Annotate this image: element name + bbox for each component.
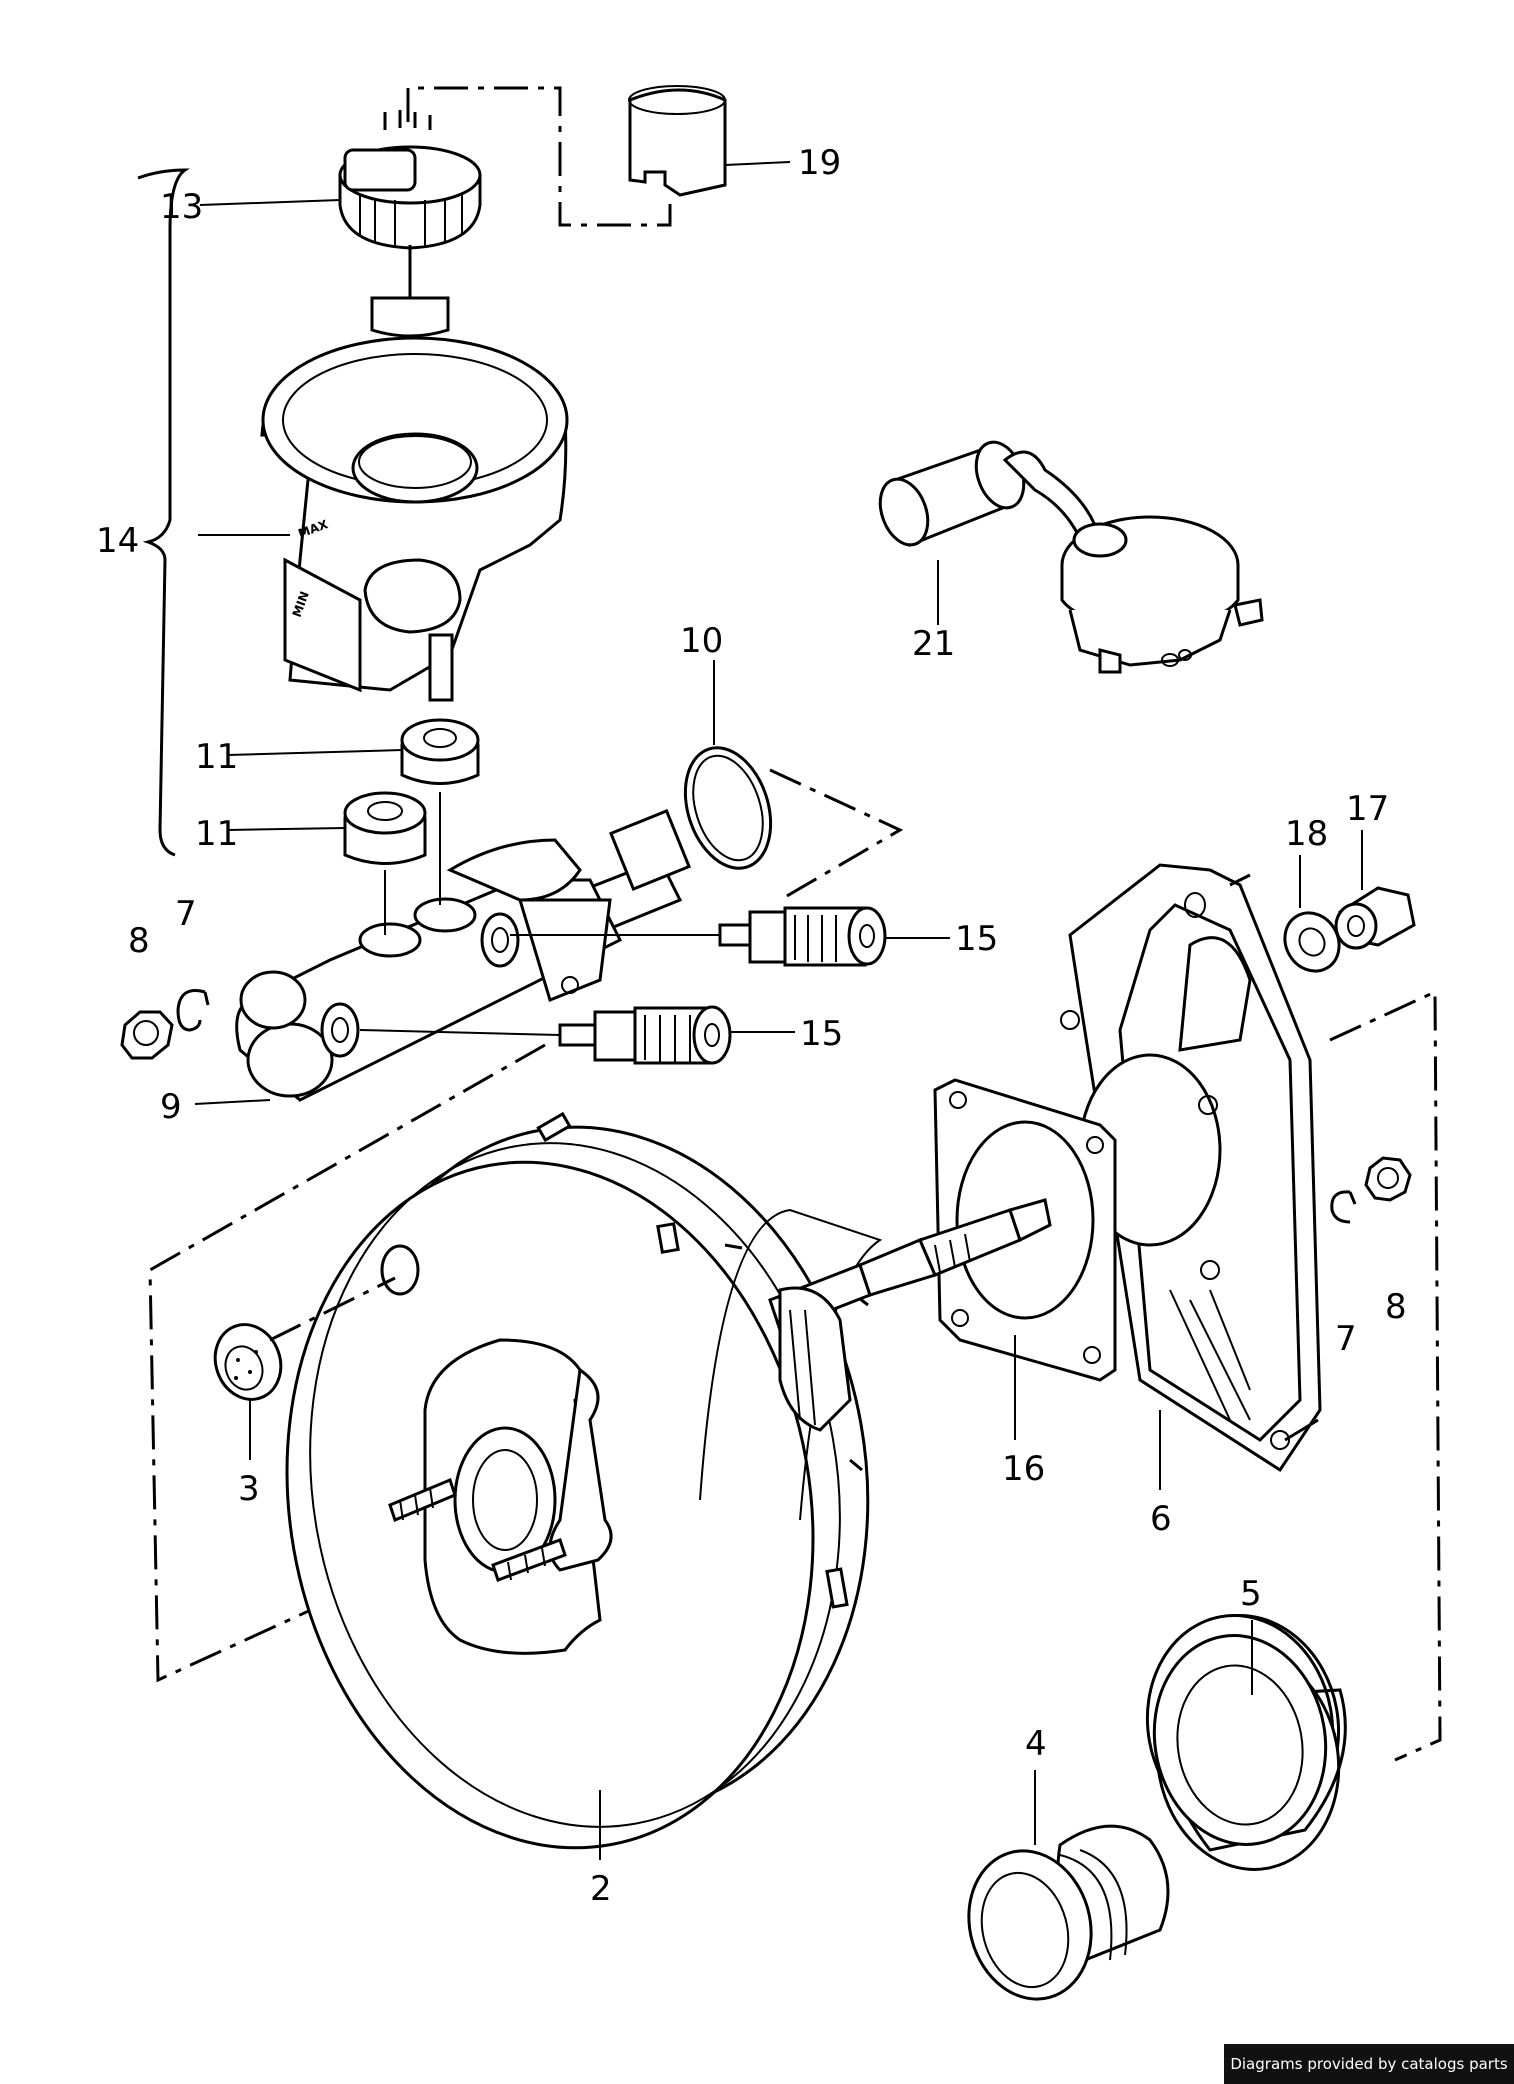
leader-11b <box>227 827 346 831</box>
callout-9: 9 <box>160 1087 182 1127</box>
grommet-upper <box>400 718 480 785</box>
booster-grommet <box>213 1323 283 1401</box>
callout-5: 5 <box>1240 1574 1262 1614</box>
callout-15-lower: 15 <box>800 1014 843 1054</box>
callout-17: 17 <box>1346 789 1389 829</box>
brake-fluid-reservoir: MAX MIN <box>260 336 569 702</box>
washer <box>1283 911 1341 973</box>
callout-7-right: 7 <box>1335 1319 1357 1359</box>
brake-booster <box>285 1111 883 1850</box>
group-14-bracket <box>137 168 190 857</box>
callout-2: 2 <box>590 1869 612 1909</box>
diagram-credit-badge: Diagrams provided by catalogs parts <box>1224 2044 1514 2084</box>
callout-14: 14 <box>96 521 139 561</box>
air-filter-large <box>1145 1613 1347 1871</box>
collar-nut <box>1334 886 1416 950</box>
leader-9 <box>194 1099 271 1105</box>
cylinder-group-outline <box>148 768 904 1683</box>
bracket-group-outline <box>1329 989 1442 1762</box>
callout-6: 6 <box>1150 1499 1172 1539</box>
callout-7-left: 7 <box>175 894 197 934</box>
nut-left <box>120 1010 174 1060</box>
callout-21: 21 <box>912 624 955 664</box>
nut-right <box>1364 1156 1412 1202</box>
grommet-hole-line <box>269 1276 396 1342</box>
leader-19 <box>724 161 791 166</box>
callout-11-upper: 11 <box>195 737 238 777</box>
leader-11a <box>227 749 403 756</box>
vacuum-sensor <box>878 440 1264 674</box>
callout-3: 3 <box>238 1469 260 1509</box>
mounting-bracket <box>1060 863 1322 1473</box>
leader-13 <box>199 199 341 206</box>
callout-19: 19 <box>798 143 841 183</box>
fitting-upper <box>718 906 887 967</box>
callout-8-left: 8 <box>128 921 150 961</box>
cap-cover-link-line <box>406 86 672 227</box>
fitting-lower-axis <box>359 1029 561 1036</box>
circlip-left <box>176 989 210 1032</box>
circlip-right <box>1330 1190 1357 1224</box>
callout-8-right: 8 <box>1385 1287 1407 1327</box>
callout-11-lower: 11 <box>195 814 238 854</box>
callout-15-upper: 15 <box>955 919 998 959</box>
callout-4: 4 <box>1025 1724 1047 1764</box>
o-ring <box>683 746 773 870</box>
air-filter-small <box>967 1824 1170 2001</box>
callout-10: 10 <box>680 621 723 661</box>
callout-18: 18 <box>1285 814 1328 854</box>
fitting-lower <box>558 1005 732 1065</box>
reservoir-cover <box>628 85 727 197</box>
grommet-lower <box>343 791 427 865</box>
callout-16: 16 <box>1002 1449 1045 1489</box>
booster-pushrod <box>768 1198 1052 1432</box>
reservoir-cap <box>338 110 482 338</box>
callout-13: 13 <box>160 187 203 227</box>
